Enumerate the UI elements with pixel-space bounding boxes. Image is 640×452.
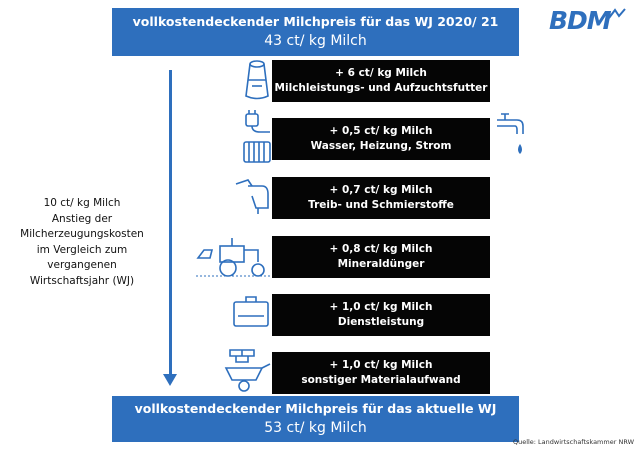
top-banner-title: vollkostendeckender Milchpreis für das W… <box>132 14 499 29</box>
side-note-line: 10 ct/ kg Milch <box>43 197 121 209</box>
logo-text: BDM <box>549 6 612 35</box>
tractor-icon <box>196 238 272 277</box>
cost-item-label: Milchleistungs- und Aufzuchtsfutter <box>274 82 488 94</box>
water-tap-icon <box>497 113 524 154</box>
bdm-logo: BDM <box>549 6 629 42</box>
arrow-head-icon <box>163 374 177 386</box>
cost-item-fuel: + 0,7 ct/ kg Milch Treib- und Schmiersto… <box>272 177 490 219</box>
bottom-banner-title: vollkostendeckender Milchpreis für das a… <box>134 401 497 416</box>
cost-item-amount: + 0,5 ct/ kg Milch <box>329 125 433 137</box>
logo-mark-icon <box>608 8 626 19</box>
side-note-line: Milcherzeugungskosten <box>20 228 144 240</box>
cost-item-amount: + 6 ct/ kg Milch <box>335 67 427 79</box>
top-banner: vollkostendeckender Milchpreis für das W… <box>112 8 519 56</box>
toolbox-icon <box>233 296 269 327</box>
side-note-line: Anstieg der <box>51 212 113 225</box>
plug-radiator-icon <box>243 110 271 163</box>
cost-item-fertilizer: + 0,8 ct/ kg Milch Mineraldünger <box>272 236 490 278</box>
cost-item-utilities: + 0,5 ct/ kg Milch Wasser, Heizung, Stro… <box>272 118 490 160</box>
top-banner-price: 43 ct/ kg Milch <box>264 33 367 49</box>
arrow-line <box>169 70 172 375</box>
side-note: 10 ct/ kg Milch Anstieg der Milcherzeugu… <box>2 196 162 289</box>
cost-item-label: Wasser, Heizung, Strom <box>310 140 452 152</box>
bottom-banner: vollkostendeckender Milchpreis für das a… <box>112 396 519 442</box>
fuel-nozzle-icon <box>235 179 269 214</box>
bottom-banner-price: 53 ct/ kg Milch <box>264 420 367 436</box>
cost-item-services: + 1,0 ct/ kg Milch Dienstleistung <box>272 294 490 336</box>
cost-item-amount: + 1,0 ct/ kg Milch <box>329 359 433 371</box>
cost-item-label: Mineraldünger <box>337 258 425 270</box>
side-note-line: Wirtschaftsjahr (WJ) <box>29 274 135 287</box>
cost-item-feed: + 6 ct/ kg Milch Milchleistungs- und Auf… <box>272 60 490 102</box>
cost-item-amount: + 0,8 ct/ kg Milch <box>329 243 433 255</box>
side-note-line: vergangenen <box>47 259 117 271</box>
cost-item-amount: + 0,7 ct/ kg Milch <box>329 184 433 196</box>
wheelbarrow-icon <box>224 349 271 392</box>
cost-item-label: sonstiger Materialaufwand <box>301 374 461 386</box>
source-note: Quelle: Landwirtschaftskammer NRW <box>512 438 634 446</box>
cost-item-material: + 1,0 ct/ kg Milch sonstiger Materialauf… <box>272 352 490 394</box>
cost-item-label: Treib- und Schmierstoffe <box>308 199 454 211</box>
feed-bag-icon <box>245 60 269 100</box>
cost-item-amount: + 1,0 ct/ kg Milch <box>329 301 433 313</box>
cost-item-label: Dienstleistung <box>337 316 425 328</box>
side-note-line: im Vergleich zum <box>36 243 128 256</box>
